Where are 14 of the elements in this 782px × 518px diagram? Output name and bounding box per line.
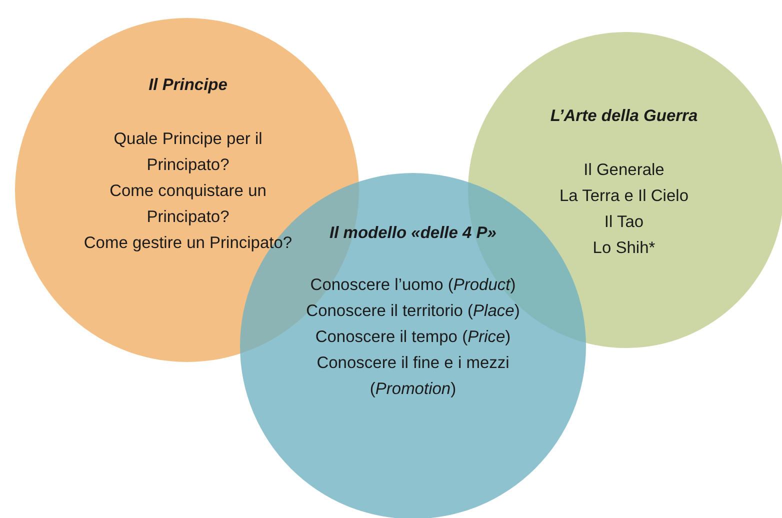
list-item: Conoscere il territorio (Place) bbox=[306, 301, 520, 322]
list-item: Il Generale bbox=[584, 160, 664, 181]
circle-heading: Il Principe bbox=[148, 75, 228, 96]
list-item: Quale Principe per il Principato? bbox=[112, 129, 264, 176]
list-item: Conoscere il tempo (Price) bbox=[315, 327, 511, 348]
list-item: Conoscere l’uomo (Product) bbox=[310, 275, 516, 296]
list-item: Come gestire un Principato? bbox=[84, 233, 292, 254]
list-item: La Terra e Il Cielo bbox=[559, 186, 688, 207]
list-item: Il Tao bbox=[604, 212, 644, 233]
list-item: Come conquistare un Principato? bbox=[108, 181, 268, 228]
circle-heading: L’Arte della Guerra bbox=[550, 106, 698, 127]
circle-heading: Il modello «delle 4 P» bbox=[330, 223, 496, 244]
list-item: Conoscere il fine e i mezzi (Promotion) bbox=[316, 353, 510, 400]
list-item: Lo Shih* bbox=[592, 238, 656, 259]
